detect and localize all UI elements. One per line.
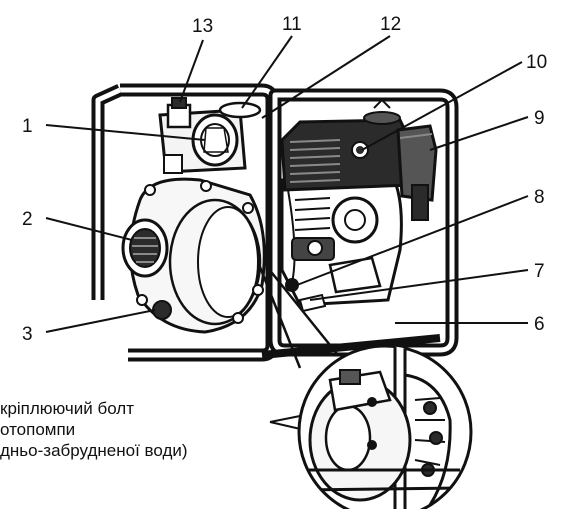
detail-note-line-2: отопомпи xyxy=(0,420,76,439)
callout-1: 1 xyxy=(22,116,33,137)
pump-volute xyxy=(121,177,266,334)
callout-8: 8 xyxy=(534,187,545,208)
callout-9: 9 xyxy=(534,108,545,129)
frame xyxy=(91,83,459,362)
detail-note-line-1: кріплюючий болт xyxy=(0,399,135,418)
detail-note-line-3: дньо-забрудненої води) xyxy=(0,441,188,460)
callout-11: 11 xyxy=(282,14,302,35)
detail-magnifier xyxy=(297,344,473,509)
callout-13: 13 xyxy=(192,16,213,37)
detail-note: кріплюючий болт отопомпи дньо-забруднено… xyxy=(0,398,300,461)
callout-2: 2 xyxy=(22,209,33,230)
callout-6: 6 xyxy=(534,314,545,335)
callout-7: 7 xyxy=(534,261,545,282)
callout-12: 12 xyxy=(380,14,401,35)
magnifier-connector xyxy=(256,261,339,369)
engine xyxy=(280,98,438,313)
callout-10: 10 xyxy=(526,52,547,73)
callout-3: 3 xyxy=(22,324,33,345)
leader-lines xyxy=(45,35,529,446)
priming-plug xyxy=(163,97,192,174)
callout-labels: 1 2 3 13 11 12 10 9 8 7 6 xyxy=(22,14,547,345)
